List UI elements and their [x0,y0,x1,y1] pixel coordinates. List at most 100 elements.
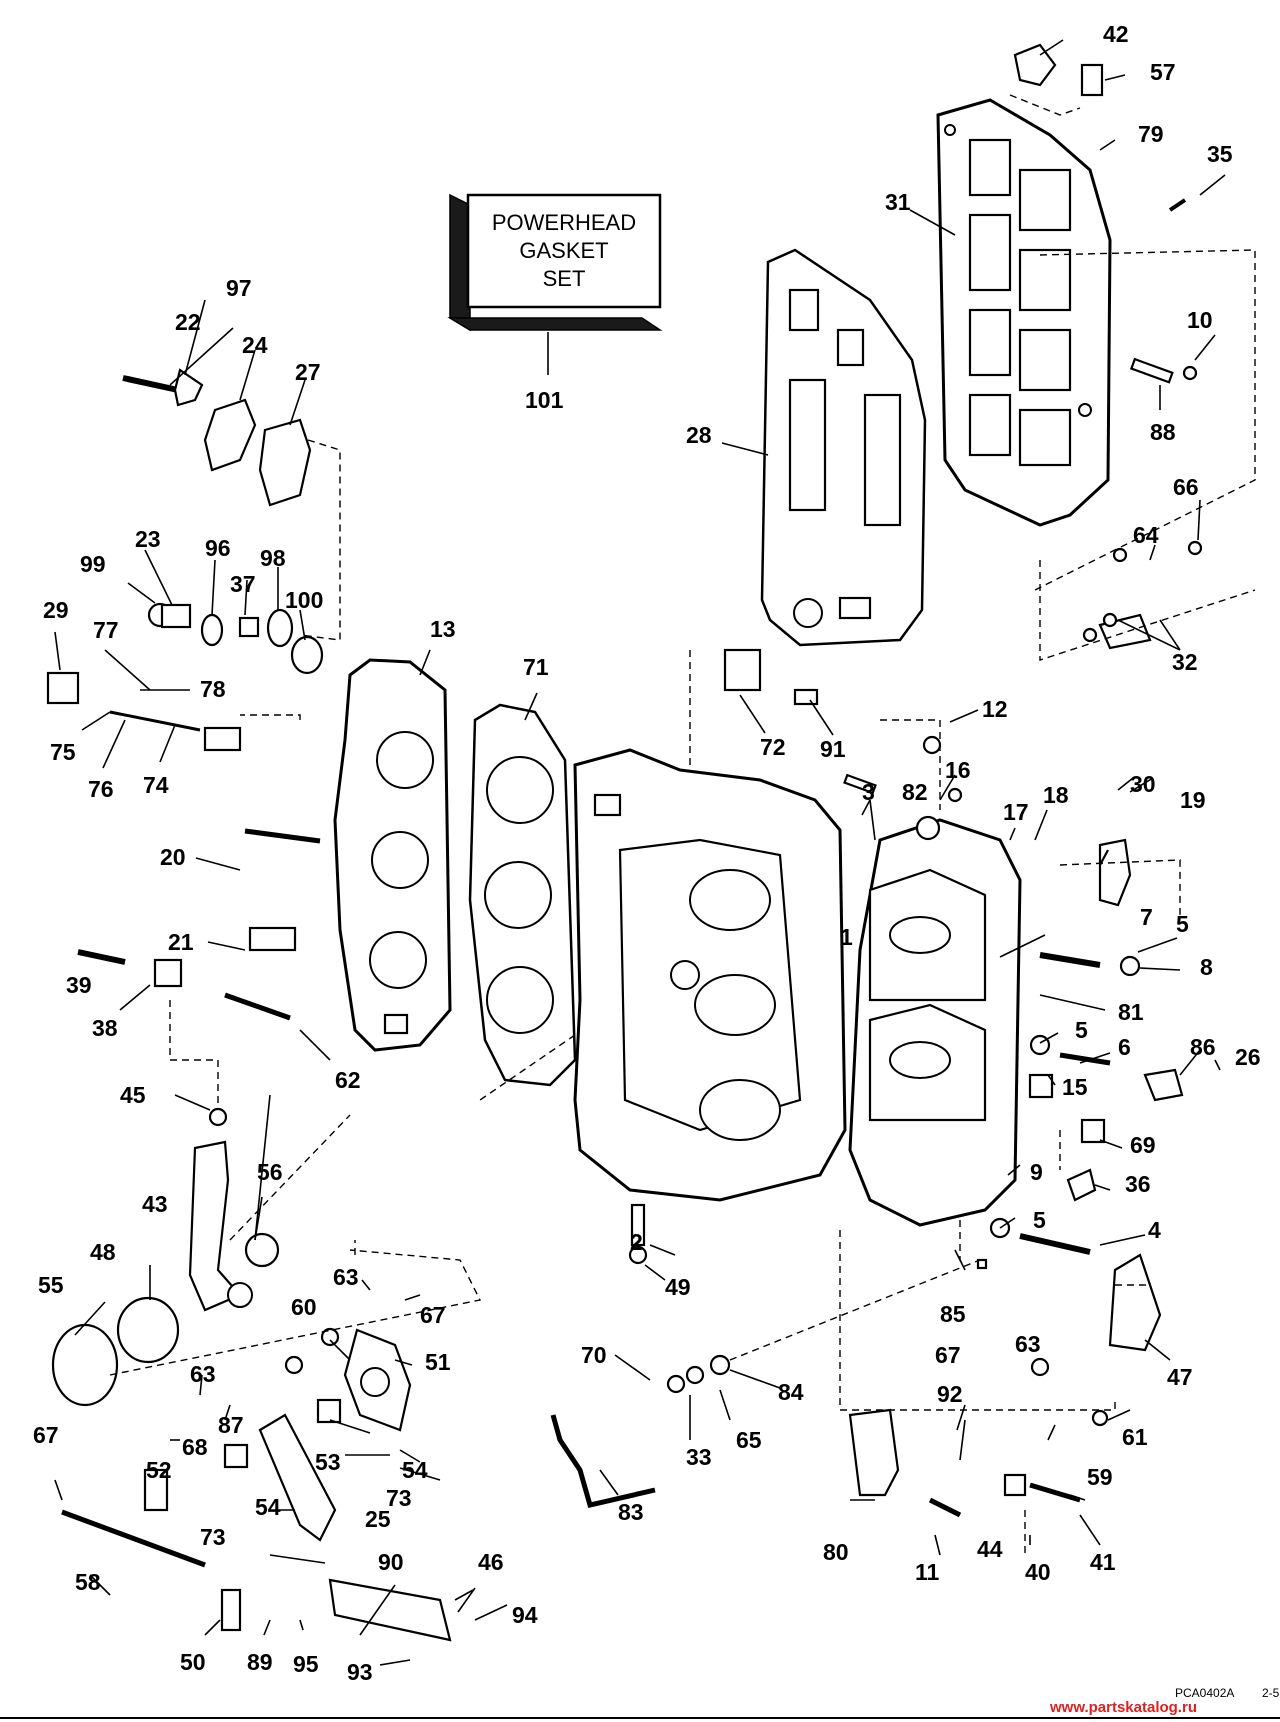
callout-65: 65 [736,1427,762,1453]
callout-62: 62 [335,1067,361,1093]
callout-49: 49 [665,1274,691,1300]
callout-94: 94 [512,1602,538,1628]
cylinder-block-part [573,748,847,1202]
callout-59: 59 [1087,1464,1113,1490]
callout-82: 82 [902,779,928,805]
callout-53: 53 [315,1449,341,1475]
callout-29: 29 [43,597,69,623]
callout-61: 61 [1122,1424,1148,1450]
callout-30: 30 [1130,771,1156,797]
callout-47: 47 [1167,1364,1193,1390]
leader-lines [54,39,1226,1666]
crankcase-part [848,818,1022,1227]
callout-85: 85 [940,1301,966,1327]
callout-6: 6 [1118,1034,1131,1060]
callout-88: 88 [1150,419,1176,445]
exhaust-gasket-part [760,248,927,647]
callout-97: 97 [226,275,252,301]
callout-28: 28 [686,422,712,448]
callout-45: 45 [120,1082,146,1108]
callout-10: 10 [1187,307,1213,333]
callout-93: 93 [347,1659,373,1685]
callout-90: 90 [378,1549,404,1575]
callout-54: 54 [402,1457,428,1483]
callout-44: 44 [977,1536,1003,1562]
callout-73: 73 [386,1485,412,1511]
callout-38: 38 [92,1015,118,1041]
callout-42: 42 [1103,21,1129,47]
callout-40: 40 [1025,1559,1051,1585]
callout-71: 71 [523,654,549,680]
callout-21: 21 [168,929,194,955]
callout-73: 73 [200,1524,226,1550]
exhaust-cover-part [936,98,1112,527]
kit-label-line1: POWERHEAD [492,210,636,235]
callout-98: 98 [260,545,286,571]
callout-7: 7 [1140,904,1153,930]
callout-17: 17 [1003,799,1029,825]
callout-50: 50 [180,1649,206,1675]
callout-33: 33 [686,1444,712,1470]
callout-63: 63 [333,1264,359,1290]
callout-23: 23 [135,526,161,552]
callout-57: 57 [1150,59,1176,85]
assembly-lines [109,94,1256,1555]
callout-100: 100 [285,587,323,613]
callout-92: 92 [937,1381,963,1407]
callout-51: 51 [425,1349,451,1375]
callout-22: 22 [175,309,201,335]
callout-43: 43 [142,1191,168,1217]
callout-87: 87 [218,1412,244,1438]
callout-74: 74 [143,772,169,798]
callout-13: 13 [430,616,456,642]
gasket-set-box: POWERHEAD GASKET SET [447,193,663,375]
callout-1: 1 [840,924,853,950]
cylinder-head-part [333,658,452,1052]
callout-27: 27 [295,359,321,385]
callout-39: 39 [66,972,92,998]
callout-63: 63 [190,1361,216,1387]
callout-5: 5 [1075,1017,1088,1043]
callout-81: 81 [1118,999,1144,1025]
callout-84: 84 [778,1379,804,1405]
callout-58: 58 [75,1569,101,1595]
callout-67: 67 [420,1302,446,1328]
callout-77: 77 [93,617,119,643]
callout-3: 3 [862,779,875,805]
callout-5: 5 [1176,911,1189,937]
callout-54: 54 [255,1494,281,1520]
callout-25: 25 [365,1506,391,1532]
callout-31: 31 [885,189,911,215]
head-gasket-part [468,703,577,1087]
callout-18: 18 [1043,782,1069,808]
callout-68: 68 [182,1434,208,1460]
kit-label-line3: SET [543,266,586,291]
watermark-url: www.partskatalog.ru [1049,1699,1197,1716]
callout-12: 12 [982,696,1008,722]
small-parts [46,43,1203,1642]
callout-32: 32 [1172,649,1198,675]
callout-16: 16 [945,757,971,783]
callout-11: 11 [915,1559,940,1585]
callout-86: 86 [1190,1034,1216,1060]
callout-66: 66 [1173,474,1199,500]
kit-label-line2: GASKET [519,238,608,263]
callout-96: 96 [205,535,231,561]
callout-70: 70 [581,1342,607,1368]
footer: PCA0402A 2-5 www.partskatalog.ru [0,1686,1280,1719]
callout-5: 5 [1033,1207,1046,1233]
callout-41: 41 [1090,1549,1116,1575]
callout-48: 48 [90,1239,116,1265]
callout-63: 63 [1015,1331,1041,1357]
callout-15: 15 [1062,1074,1088,1100]
callout-26: 26 [1235,1044,1261,1070]
callout-35: 35 [1207,141,1233,167]
callout-64: 64 [1133,522,1159,548]
callout-99: 99 [80,551,106,577]
callout-56: 56 [257,1159,283,1185]
callout-67: 67 [33,1422,59,1448]
callout-89: 89 [247,1649,273,1675]
callout-numbers: 42 57 79 35 31 10 88 28 66 64 32 101 97 … [33,21,1261,1685]
callout-36: 36 [1125,1171,1151,1197]
